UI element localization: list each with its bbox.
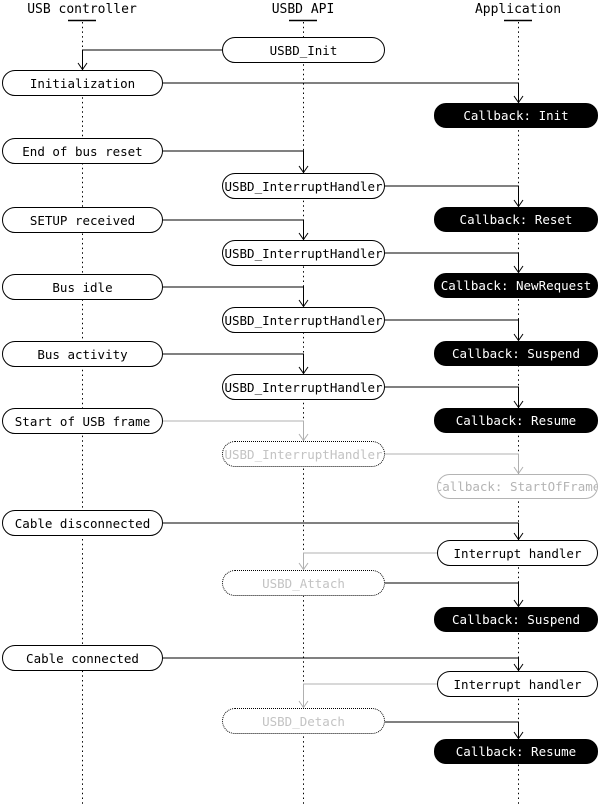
node-usbd-attach: USBD_Attach (222, 570, 385, 596)
node-callback-suspend-2: Callback: Suspend (434, 607, 598, 632)
node-callback-reset: Callback: Reset (434, 207, 598, 232)
node-initialization: Initialization (2, 70, 163, 96)
node-cable-disconnected: Cable disconnected (2, 510, 163, 536)
node-callback-init: Callback: Init (434, 103, 598, 128)
connector-end-of-bus-reset-to-interrupt (163, 150, 309, 174)
column-header-usb-controller: USB controller (27, 2, 137, 17)
connector-bus-idle-to-interrupt (163, 286, 309, 308)
connector-usbd-attach-to-callback-suspend (385, 582, 524, 608)
node-interrupt-handler-1: Interrupt handler (437, 540, 598, 566)
connector-setup-received-to-interrupt (163, 219, 309, 241)
connector-interrupt-to-callback-suspend (385, 319, 524, 342)
connector-interrupt-to-callback-resume (385, 386, 524, 409)
node-usbd-interrupt-handler-3: USBD_InterruptHandler (222, 307, 385, 333)
node-cable-connected: Cable connected (2, 645, 163, 671)
connector-interrupt-handler-to-usbd-attach (298, 552, 437, 571)
connector-cable-connected-to-interrupt-handler (163, 657, 524, 672)
node-callback-startofframe: Callback: StartOfFrame (437, 474, 598, 499)
node-usbd-interrupt-handler-4: USBD_InterruptHandler (222, 374, 385, 400)
node-end-of-bus-reset: End of bus reset (2, 138, 163, 164)
column-header-usbd-api: USBD API (271, 2, 335, 17)
node-setup-received: SETUP received (2, 207, 163, 233)
node-interrupt-handler-2: Interrupt handler (437, 671, 598, 697)
connector-usbd-init-to-initialization (77, 49, 222, 71)
node-bus-idle: Bus idle (2, 274, 163, 300)
node-callback-resume-2: Callback: Resume (434, 739, 598, 764)
node-usbd-interrupt-handler-ghost: USBD_InterruptHandler (222, 441, 385, 467)
connector-interrupt-handler-to-usbd-detach (298, 683, 437, 709)
node-start-of-usb-frame: Start of USB frame (2, 408, 163, 434)
connector-bus-activity-to-interrupt (163, 353, 309, 375)
column-header-application: Application (474, 2, 562, 17)
node-bus-activity: Bus activity (2, 341, 163, 367)
node-usbd-init: USBD_Init (222, 37, 385, 63)
connector-interrupt-ghost-to-callback-startofframe (385, 453, 524, 475)
connector-interrupt-to-callback-reset (385, 185, 524, 208)
node-callback-resume-1: Callback: Resume (434, 408, 598, 433)
node-usbd-interrupt-handler-2: USBD_InterruptHandler (222, 240, 385, 266)
connector-start-of-frame-to-interrupt-ghost (163, 420, 309, 442)
node-usbd-detach: USBD_Detach (222, 708, 385, 734)
node-callback-newrequest: Callback: NewRequest (434, 273, 598, 298)
connector-cable-disconnected-to-interrupt-handler (163, 522, 524, 541)
node-usbd-interrupt-handler-1: USBD_InterruptHandler (222, 173, 385, 199)
connector-initialization-to-callback-init (163, 82, 524, 104)
node-callback-suspend-1: Callback: Suspend (434, 341, 598, 366)
connector-usbd-detach-to-callback-resume (385, 721, 524, 740)
connector-interrupt-to-callback-newrequest (385, 252, 524, 274)
